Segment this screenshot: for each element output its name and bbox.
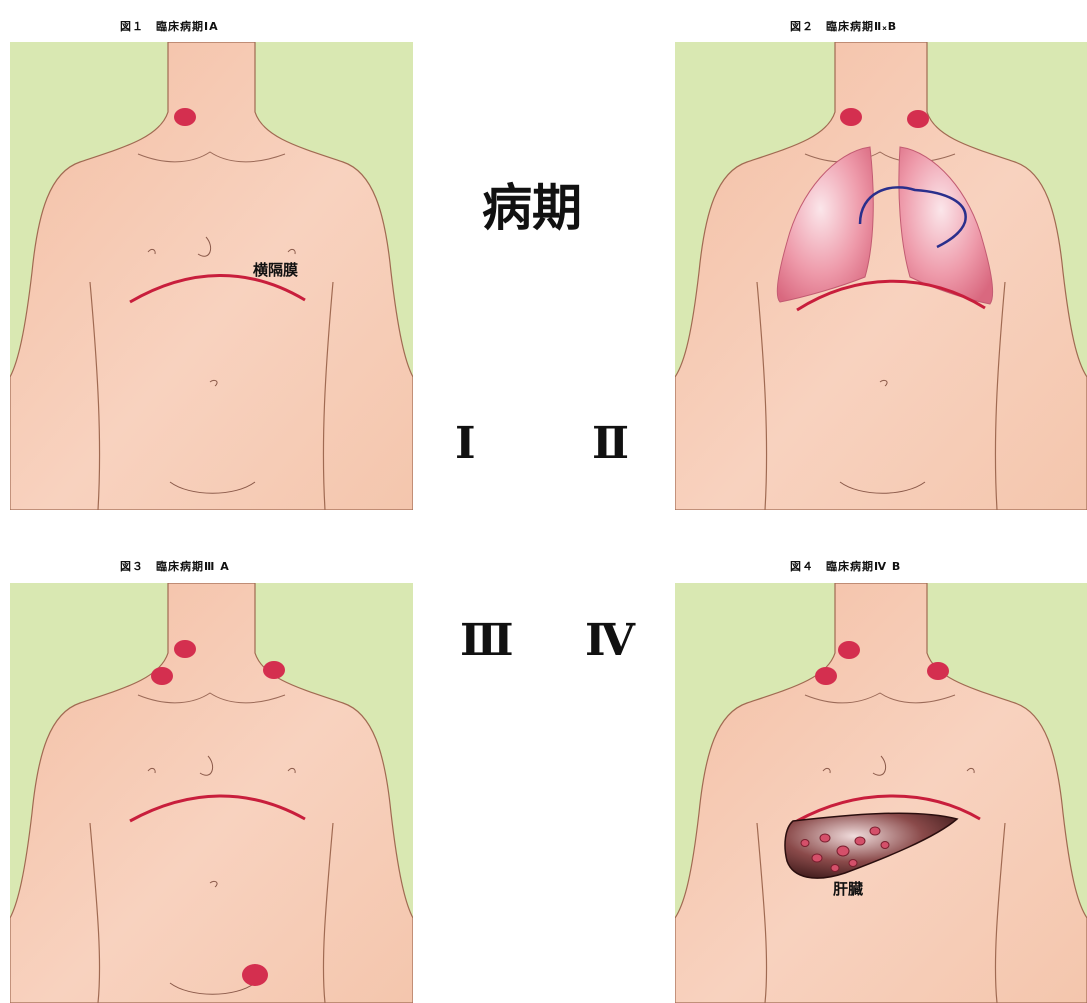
liver-label: 肝臓 [833,880,863,898]
torso-illustration-3 [10,583,413,1003]
figure-2-caption: 図２ 臨床病期ⅡₓB [790,18,897,34]
lymph-node [174,640,196,658]
lymph-node [838,641,860,659]
stage-numeral-4: Ⅳ [585,615,635,666]
figure-1-panel: 横隔膜 [10,42,413,510]
diaphragm-label: 横隔膜 [253,261,298,279]
figure-4-panel: 肝臓 [675,583,1087,1003]
lymph-node [840,108,862,126]
figure-3-panel [10,583,413,1003]
lymph-node [263,661,285,679]
lymph-node [927,662,949,680]
lymph-node [174,108,196,126]
stage-numeral-2: Ⅱ [592,418,629,469]
stage-numeral-3: Ⅲ [460,615,514,666]
lymph-node [815,667,837,685]
torso-illustration-4: 肝臓 [675,583,1087,1003]
stage-title: 病期 [482,168,582,240]
torso-illustration-1: 横隔膜 [10,42,413,510]
figure-3-caption: 図３ 臨床病期Ⅲ A [120,558,230,574]
figure-4-caption: 図４ 臨床病期Ⅳ B [790,558,901,574]
lymph-node [242,964,268,986]
figure-1-caption: 図１ 臨床病期ⅠA [120,18,219,34]
figure-2-panel [675,42,1087,510]
lymph-node [151,667,173,685]
stage-numeral-1: Ⅰ [455,418,476,469]
lymph-node [907,110,929,128]
torso-illustration-2 [675,42,1087,510]
